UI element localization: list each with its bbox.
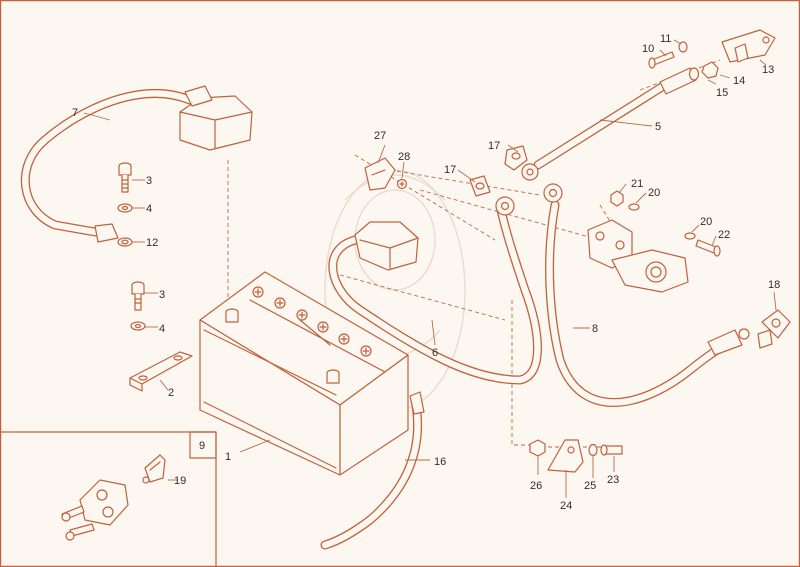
callout-17-upper: 17 xyxy=(488,140,500,152)
callout-20-lower: 20 xyxy=(700,216,712,228)
washer-20-upper xyxy=(628,203,640,211)
bolt-23 xyxy=(600,444,623,456)
callout-13: 13 xyxy=(762,64,774,76)
callout-9: 9 xyxy=(199,440,205,452)
callout-4-lower: 4 xyxy=(159,323,165,335)
negative-cable-7 xyxy=(20,85,253,243)
callout-labels: 1 2 3 3 4 4 5 6 7 8 9 10 11 12 13 14 15 … xyxy=(72,33,780,512)
clip-19 xyxy=(142,454,166,484)
cable-5 xyxy=(521,67,697,181)
callout-27: 27 xyxy=(374,130,386,142)
clamp-17-left xyxy=(469,175,491,197)
bolt-3-lower xyxy=(131,281,145,311)
nut-14 xyxy=(701,61,719,79)
callout-1: 1 xyxy=(225,451,231,463)
cable-16 xyxy=(320,391,425,550)
bracket-2 xyxy=(129,351,193,392)
lockwasher-12 xyxy=(117,237,133,247)
terminal-cover-27 xyxy=(364,157,396,191)
screw-28 xyxy=(396,178,408,190)
washer-4-upper xyxy=(117,203,133,213)
callout-11: 11 xyxy=(660,33,671,45)
terminal-block-9 xyxy=(61,479,129,541)
callout-19: 19 xyxy=(174,475,186,487)
callout-15: 15 xyxy=(716,87,728,99)
callout-24: 24 xyxy=(560,500,572,512)
bolt-10 xyxy=(648,51,675,69)
callout-8: 8 xyxy=(592,323,598,335)
battery-cell-caps xyxy=(252,286,372,357)
callout-28: 28 xyxy=(398,151,410,163)
callout-10: 10 xyxy=(642,43,654,55)
callout-14: 14 xyxy=(733,75,745,87)
callout-26: 26 xyxy=(530,480,542,492)
nut-26 xyxy=(529,439,546,457)
callout-17-left: 17 xyxy=(444,164,456,176)
leader-lines xyxy=(83,39,777,498)
callout-3-lower: 3 xyxy=(159,289,165,301)
battery-1 xyxy=(199,271,409,476)
callout-21: 21 xyxy=(631,178,643,190)
callout-6: 6 xyxy=(432,347,438,359)
callout-25: 25 xyxy=(584,480,596,492)
washer-15 xyxy=(688,67,700,81)
positive-cable-6 xyxy=(328,196,542,385)
callout-18: 18 xyxy=(768,279,780,291)
callout-22: 22 xyxy=(718,229,730,241)
clamp-17-upper xyxy=(504,145,528,171)
callout-16: 16 xyxy=(434,456,446,468)
callout-2: 2 xyxy=(168,387,174,399)
washer-20-lower xyxy=(684,232,696,240)
battery-switch xyxy=(587,219,689,293)
callout-4-upper: 4 xyxy=(146,203,152,215)
callout-23: 23 xyxy=(607,474,619,486)
cable-8 xyxy=(543,183,750,407)
terminal-13 xyxy=(721,29,776,63)
washer-11 xyxy=(678,41,688,53)
fitting-18 xyxy=(757,309,791,349)
callout-3-upper: 3 xyxy=(146,175,152,187)
washer-4-lower xyxy=(130,321,146,331)
bracket-24 xyxy=(547,439,584,473)
washer-25 xyxy=(588,443,598,457)
nut-21 xyxy=(610,190,624,207)
callout-12: 12 xyxy=(146,237,158,249)
bolt-3-upper xyxy=(118,162,132,193)
callout-5: 5 xyxy=(655,121,661,133)
callout-7: 7 xyxy=(72,107,78,119)
callout-20-upper: 20 xyxy=(648,187,660,199)
bolt-22 xyxy=(695,239,721,257)
